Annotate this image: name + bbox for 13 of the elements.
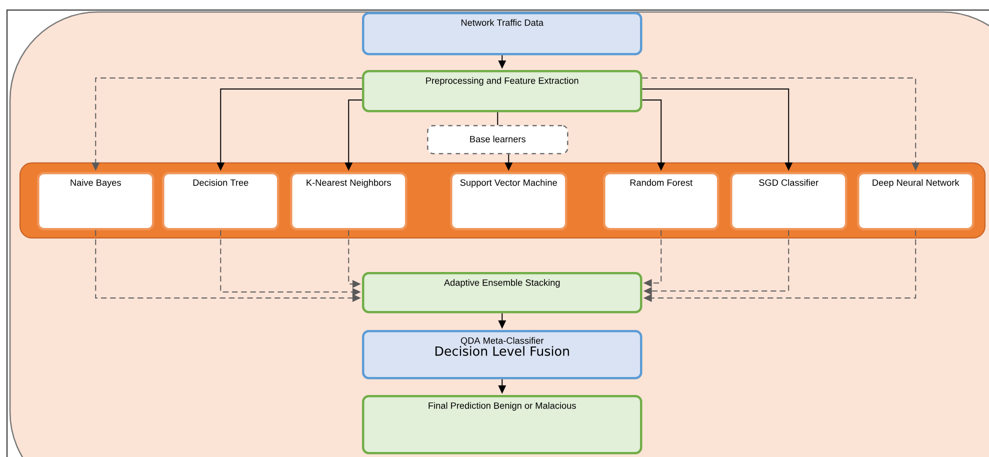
learner-box: SGD Classifier <box>730 172 848 230</box>
process-box: Adaptive Ensemble Stacking <box>362 272 642 314</box>
process-box: Network Traffic Data <box>362 12 642 56</box>
learner-box: Random Forest <box>603 172 720 230</box>
group-label-box: Base learners <box>427 125 568 154</box>
learner-box: K-Nearest Neighbors <box>290 172 408 230</box>
learner-box: Support Vector Machine <box>450 172 568 230</box>
process-box: Final Prediction Benign or Malacious <box>362 395 642 454</box>
learner-box: Deep Neural Network <box>857 172 974 230</box>
learner-box: Decision Tree <box>162 172 280 230</box>
process-box: Preprocessing and Feature Extraction <box>362 70 642 112</box>
process-box: QDA Meta-Classifier Decision Level Fusion <box>362 330 642 380</box>
learner-box: Naive Bayes <box>37 172 154 230</box>
